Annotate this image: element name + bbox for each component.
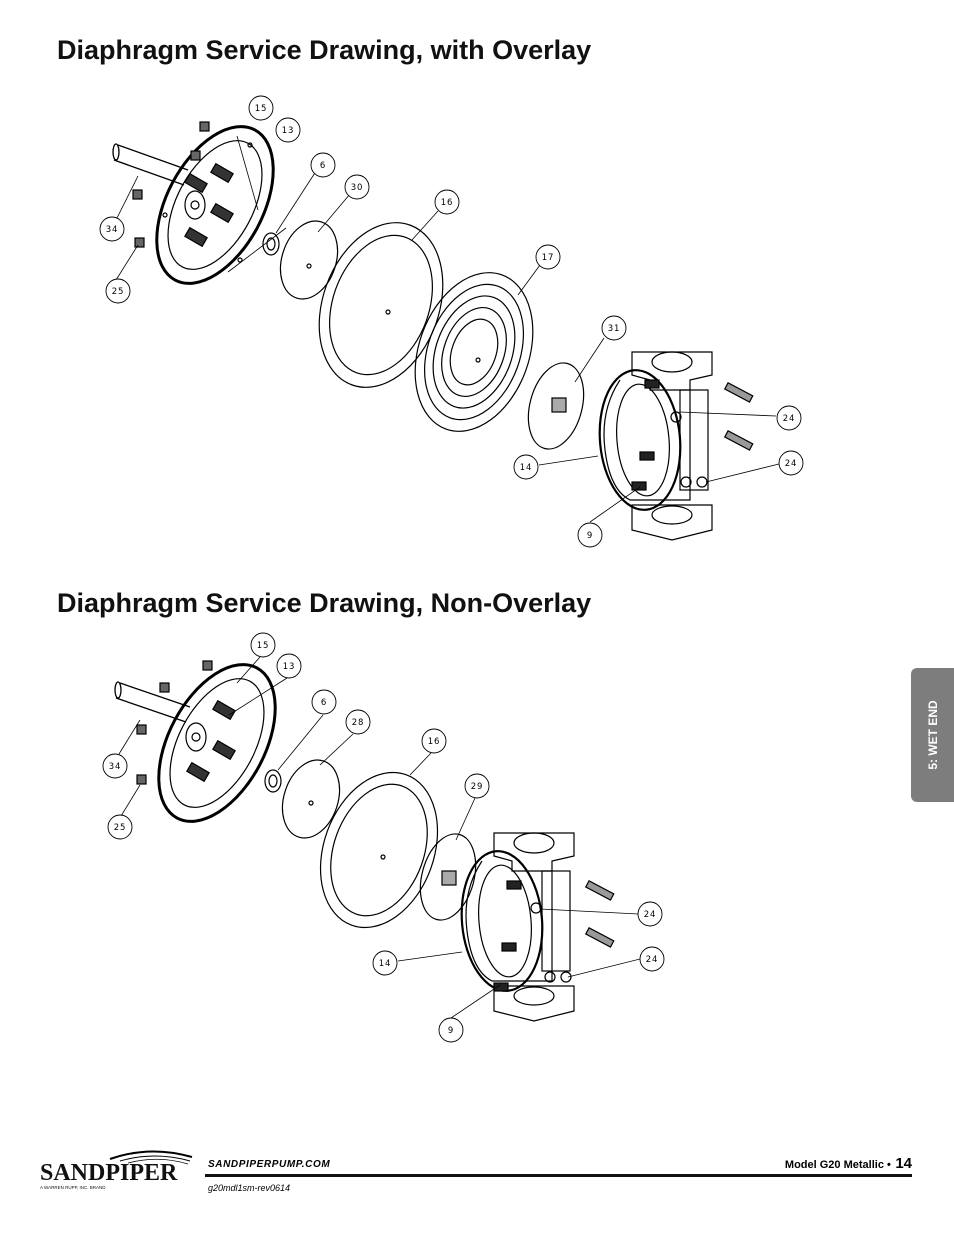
footer-revision: g20mdl1sm-rev0614 [208,1183,291,1193]
o-ring [262,232,280,256]
back-up-diaphragm [279,220,339,300]
bolts [584,879,615,948]
exploded-view-non-overlay: 15 13 6 28 16 29 34 25 24 24 14 9 [0,625,954,1060]
page-title-non-overlay: Diaphragm Service Drawing, Non-Overlay [57,588,592,618]
callout-non-overlay: 29 [471,782,483,792]
callout-overlay: 16 [441,198,453,208]
diaphragm [319,771,439,929]
callout-overlay: 15 [255,104,267,114]
page-title-overlay: Diaphragm Service Drawing, with Overlay [57,35,592,65]
callout-non-overlay: 16 [428,737,440,747]
inner-diaphragm-plate [419,833,477,921]
callout-overlay: 9 [587,531,593,541]
callout-non-overlay: 13 [283,662,295,672]
callout-non-overlay: 28 [352,718,364,728]
pump-body [460,832,575,1022]
callout-non-overlay: 25 [114,823,126,833]
sandpiper-logo: SANDPIPER A WARREN RUPP, INC. BRAND [40,1147,200,1192]
nuts [136,660,213,785]
callout-overlay: 31 [608,324,620,334]
outer-diaphragm-plate [157,663,277,823]
callout-non-overlay: 9 [448,1026,454,1036]
bolts [723,381,754,451]
back-up-diaphragm [281,759,341,839]
callout-overlay: 24 [785,459,797,469]
footer-rule [205,1174,912,1177]
outer-diaphragm-plate [155,125,275,285]
page-number: 14 [895,1155,912,1172]
callout-overlay: 17 [542,253,554,263]
diaphragm [318,222,444,388]
exploded-view-overlay: 15 13 6 30 16 17 31 34 25 24 24 14 9 [0,90,954,565]
callout-overlay: 13 [282,126,294,136]
callout-overlay: 14 [520,463,532,473]
footer-website-link[interactable]: SANDPIPERPUMP.COM [208,1159,331,1170]
svg-text:SANDPIPER: SANDPIPER [40,1160,178,1186]
svg-text:A WARREN RUPP, INC. BRAND: A WARREN RUPP, INC. BRAND [40,1185,106,1190]
section-tab-wet-end[interactable]: 5: WET END [911,668,954,802]
callout-non-overlay: 15 [257,641,269,651]
callout-overlay: 25 [112,287,124,297]
callout-overlay: 34 [106,225,118,235]
callout-non-overlay: 14 [379,959,391,969]
callout-overlay: 30 [351,183,363,193]
inner-diaphragm-plate [527,362,585,450]
o-ring [264,769,282,793]
nuts [132,121,210,248]
callout-non-overlay: 6 [321,698,327,708]
overlay-diaphragm [414,272,534,432]
footer-model: Model G20 Metallic • 14 [785,1155,912,1173]
callout-non-overlay: 24 [644,910,656,920]
shaft [112,143,189,186]
pump-body [598,351,713,541]
callout-overlay: 6 [320,161,326,171]
section-tab-label: 5: WET END [925,700,940,770]
callout-non-overlay: 24 [646,955,658,965]
model-name: Model G20 Metallic • [784,1159,891,1171]
callout-overlay: 24 [783,414,795,424]
callout-non-overlay: 34 [109,762,121,772]
